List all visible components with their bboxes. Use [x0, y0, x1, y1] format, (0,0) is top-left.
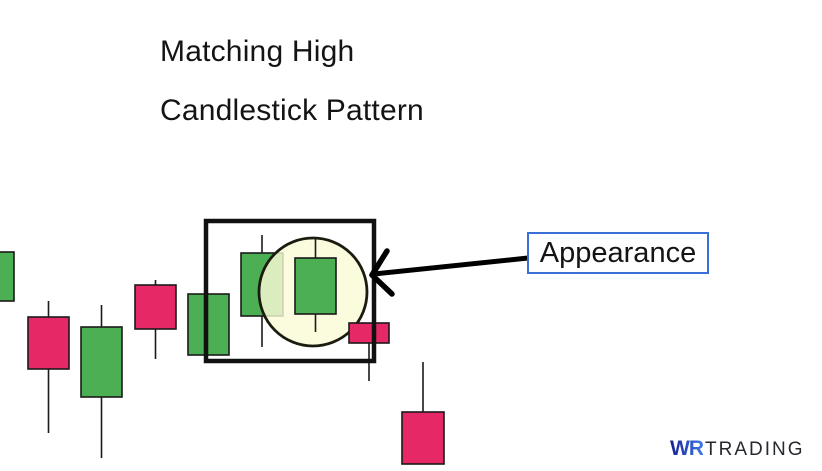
page-title: Matching High Candlestick Pattern	[160, 22, 424, 140]
candle-body-bear	[401, 411, 445, 465]
logo-word: TRADING	[705, 439, 805, 460]
candle-body-bull	[187, 293, 230, 356]
candle-body-bull	[80, 326, 123, 398]
title-line-2: Candlestick Pattern	[160, 94, 424, 127]
candle-body-bear	[134, 284, 177, 330]
appearance-label: Appearance	[539, 236, 697, 269]
wr-trading-logo: WR TRADING	[670, 437, 805, 461]
arrow-head	[369, 248, 395, 297]
candle-body-bull	[294, 257, 337, 315]
title-line-1: Matching High	[160, 35, 355, 68]
logo-mark: WR	[670, 437, 704, 460]
candle-body-bull	[0, 251, 15, 302]
appearance-label-box: Appearance	[527, 232, 709, 274]
candle-body-bear	[27, 316, 70, 370]
highlight-box	[203, 218, 377, 364]
arrow-shaft	[371, 255, 531, 277]
candle-body-bear	[348, 322, 390, 344]
